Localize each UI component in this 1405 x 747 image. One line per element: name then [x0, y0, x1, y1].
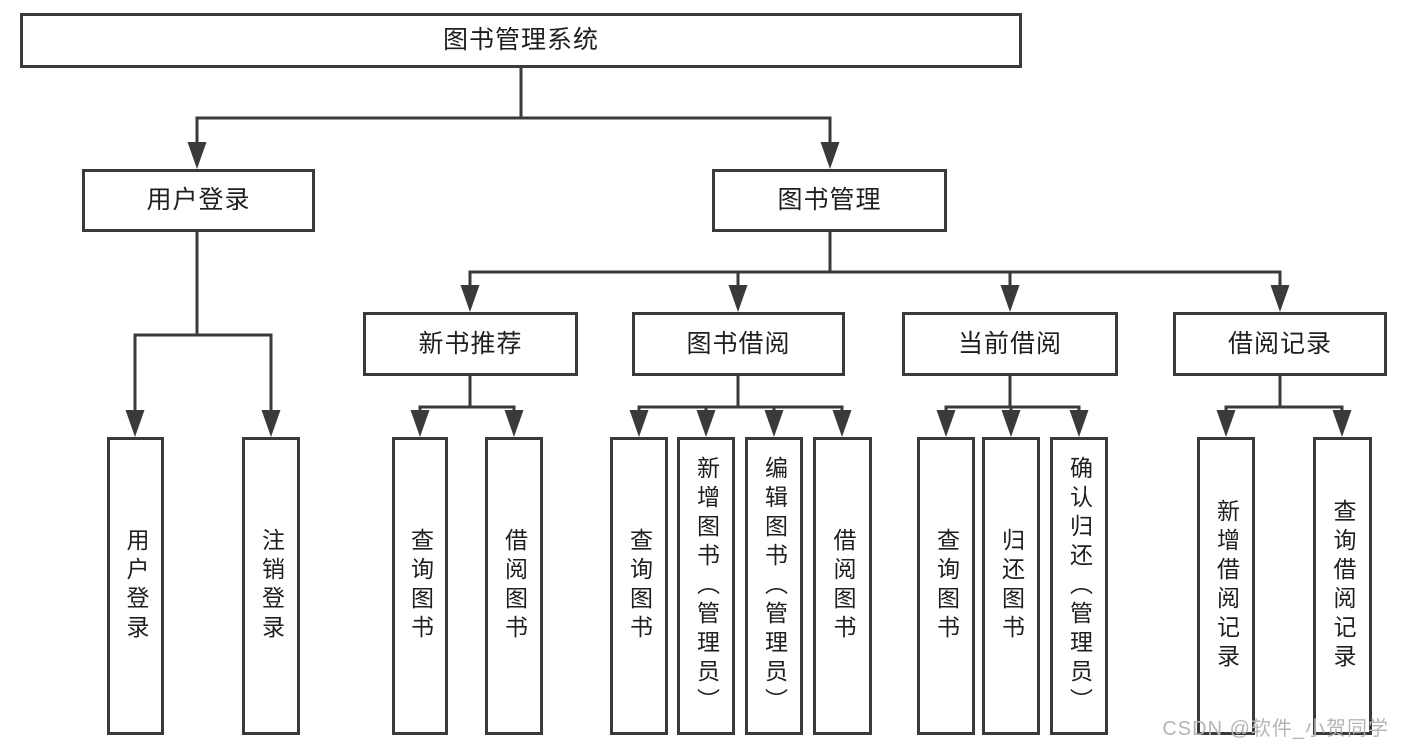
- leaf-box-query-borrow-record: 查询借阅记录: [1313, 437, 1372, 735]
- arrowhead: [460, 285, 480, 312]
- leaf-box-confirm-return-admin: 确认归还（管理员）: [1050, 437, 1108, 735]
- node-label-book-borrow: 图书借阅: [686, 329, 791, 358]
- leaf-box-edit-book-admin: 编辑图书（管理员）: [745, 437, 803, 735]
- leaf-label-query-book-borrow: 查询图书: [626, 528, 653, 644]
- node-label-library-system: 图书管理系统: [442, 26, 599, 54]
- arrowhead: [1069, 410, 1089, 437]
- arrowhead: [1216, 410, 1236, 437]
- arrowhead: [1000, 285, 1020, 312]
- node-box-borrow-records: 借阅记录: [1173, 312, 1387, 376]
- arrowhead: [936, 410, 956, 437]
- leaf-label-return-book: 归还图书: [998, 528, 1025, 644]
- leaf-label-query-book-recommend: 查询图书: [407, 528, 434, 644]
- node-label-borrow-records: 借阅记录: [1227, 329, 1332, 358]
- leaf-label-borrow-book: 借阅图书: [830, 528, 856, 644]
- leaf-box-borrow-book-recommend: 借阅图书: [485, 437, 543, 735]
- node-box-user-login: 用户登录: [82, 169, 315, 232]
- node-box-book-borrow: 图书借阅: [632, 312, 845, 376]
- leaf-label-add-book-admin: 新增图书（管理员）: [693, 455, 720, 717]
- arrowhead: [261, 410, 281, 437]
- node-label-new-book-recommend: 新书推荐: [418, 329, 523, 358]
- node-box-current-borrow: 当前借阅: [902, 312, 1118, 376]
- leaf-label-logout: 注销登录: [258, 528, 285, 644]
- leaf-label-confirm-return-admin: 确认归还（管理员）: [1066, 455, 1093, 717]
- arrowhead: [820, 142, 840, 169]
- arrowhead: [832, 410, 852, 437]
- leaf-box-user-login: 用户登录: [107, 437, 164, 735]
- leaf-label-query-book-current: 查询图书: [933, 528, 960, 644]
- leaf-box-query-book-recommend: 查询图书: [392, 437, 448, 735]
- arrowhead: [629, 410, 649, 437]
- arrowhead: [504, 410, 524, 437]
- arrowhead: [1270, 285, 1290, 312]
- leaf-box-query-book-current: 查询图书: [917, 437, 975, 735]
- node-box-book-management: 图书管理: [712, 169, 947, 232]
- node-label-user-login: 用户登录: [146, 186, 251, 214]
- leaf-label-edit-book-admin: 编辑图书（管理员）: [761, 455, 788, 717]
- node-box-new-book-recommend: 新书推荐: [363, 312, 578, 376]
- leaf-box-query-book-borrow: 查询图书: [610, 437, 668, 735]
- leaf-box-logout: 注销登录: [242, 437, 300, 735]
- leaf-label-user-login: 用户登录: [123, 528, 149, 644]
- arrowhead: [125, 410, 145, 437]
- arrowhead: [764, 410, 784, 437]
- leaf-box-add-book-admin: 新增图书（管理员）: [677, 437, 735, 735]
- leaf-label-borrow-book-recommend: 借阅图书: [501, 528, 528, 644]
- leaf-box-return-book: 归还图书: [982, 437, 1040, 735]
- arrowhead: [410, 410, 430, 437]
- leaf-label-query-borrow-record: 查询借阅记录: [1330, 499, 1356, 673]
- csdn-watermark: CSDN @软件_小贺同学: [1162, 718, 1389, 740]
- arrowhead: [1001, 410, 1021, 437]
- leaf-box-borrow-book: 借阅图书: [813, 437, 872, 735]
- arrowhead: [728, 285, 748, 312]
- arrowhead: [1332, 410, 1352, 437]
- arrowhead: [696, 410, 716, 437]
- arrowhead: [187, 142, 207, 169]
- leaf-label-add-borrow-record: 新增借阅记录: [1213, 499, 1240, 673]
- node-label-book-management: 图书管理: [777, 186, 882, 214]
- leaf-box-add-borrow-record: 新增借阅记录: [1197, 437, 1255, 735]
- node-label-current-borrow: 当前借阅: [957, 329, 1062, 358]
- node-box-library-system: 图书管理系统: [20, 13, 1022, 68]
